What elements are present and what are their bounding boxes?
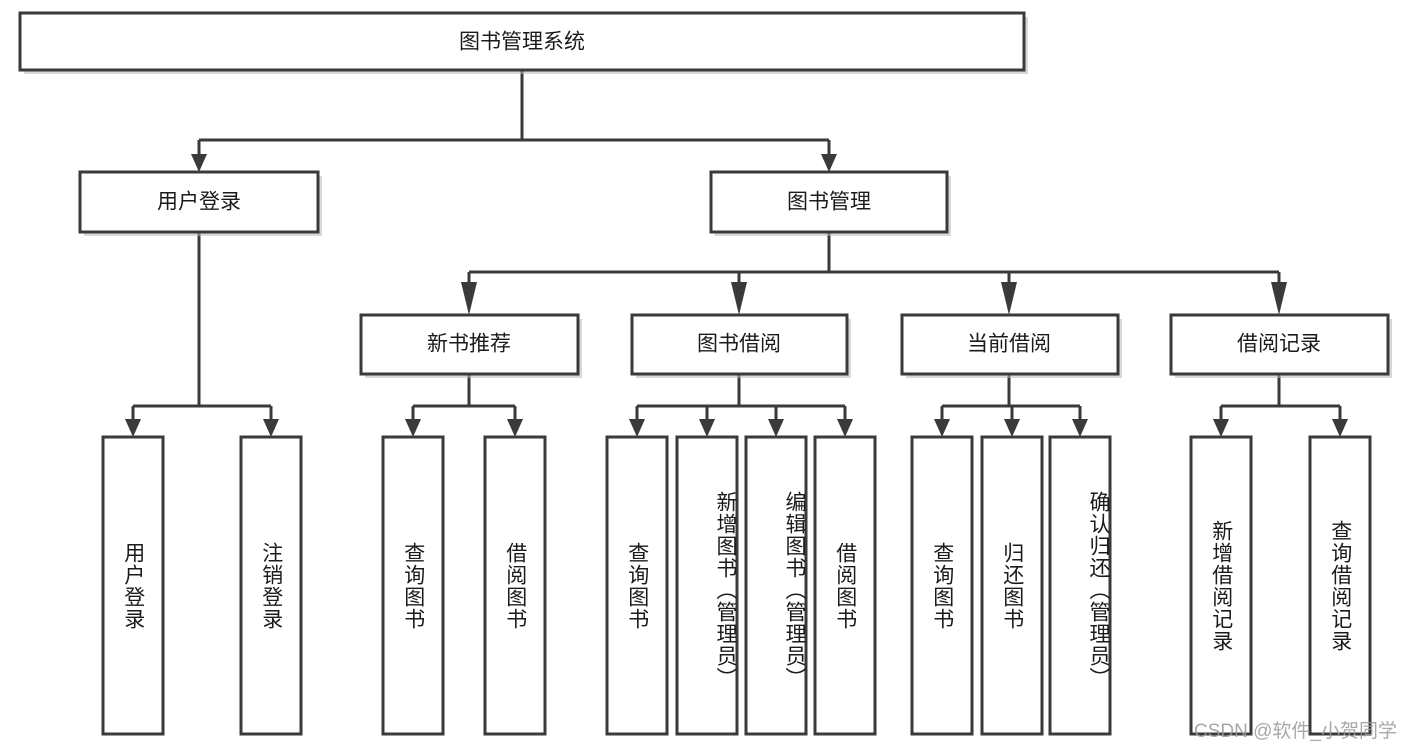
node-user-login-rect[interactable] [78, 170, 320, 234]
arrow-head-user-login [191, 154, 207, 172]
leaf-box-query-book-nbr[interactable] [381, 435, 445, 736]
arrow-head-nbr-leaf-1 [405, 419, 421, 437]
node-user-login-label: 用户登录 [157, 191, 241, 214]
leaf-box-add-book-admin[interactable] [675, 435, 739, 736]
arrow-head-bb-leaf-3 [768, 419, 784, 437]
watermark-text: CSDN @软件_小贺同学 [1194, 721, 1397, 742]
node-book-manage-rect[interactable] [709, 170, 949, 234]
node-root[interactable]: 图书管理系统 [18, 11, 1028, 74]
node-current-borrow[interactable]: 当前借阅 [900, 313, 1122, 378]
node-current-borrow-rect[interactable] [900, 313, 1120, 376]
leaf-box-user-login[interactable] [101, 435, 165, 736]
node-new-book-recommend[interactable]: 新书推荐 [359, 313, 582, 378]
node-user-login[interactable]: 用户登录 [78, 170, 322, 236]
arrow-head-leaf-logout [263, 419, 279, 437]
node-root-rect[interactable] [18, 11, 1026, 72]
node-root-label: 图书管理系统 [459, 31, 585, 54]
arrow-head-cb-leaf-2 [1004, 419, 1020, 437]
leaf-box-confirm-return-admin[interactable] [1048, 435, 1112, 736]
arrow-head-bb-leaf-4 [837, 419, 853, 437]
leaf-box-borrow-book-bb[interactable] [813, 435, 877, 736]
node-borrow-record[interactable]: 借阅记录 [1169, 313, 1392, 378]
node-book-manage-label: 图书管理 [787, 191, 871, 214]
node-borrow-record-rect[interactable] [1169, 313, 1390, 376]
arrow-head-leaf-user-login [125, 419, 141, 437]
arrow-head-current-borrow [1001, 282, 1017, 315]
leaf-box-query-book-bb[interactable] [605, 435, 669, 736]
node-book-borrow[interactable]: 图书借阅 [630, 313, 851, 378]
arrow-head-cb-leaf-3 [1072, 419, 1088, 437]
leaf-box-borrow-book-nbr[interactable] [483, 435, 547, 736]
leaf-box-query-book-cb[interactable] [910, 435, 974, 736]
leaf-box-logout[interactable] [239, 435, 303, 736]
leaf-box-return-book[interactable] [980, 435, 1044, 736]
node-new-book-recommend-label: 新书推荐 [427, 333, 511, 356]
arrow-head-nbr-leaf-2 [507, 419, 523, 437]
node-new-book-recommend-rect[interactable] [359, 313, 580, 376]
arrow-head-book-manage [821, 154, 837, 172]
connector-layer [125, 70, 1348, 437]
arrow-head-br-leaf-1 [1213, 419, 1229, 437]
node-current-borrow-label: 当前借阅 [967, 333, 1051, 356]
arrow-head-new-book-rec [461, 282, 477, 315]
arrow-head-br-leaf-2 [1332, 419, 1348, 437]
leaf-box-add-borrow-record[interactable] [1189, 435, 1253, 736]
arrow-head-borrow-record [1271, 282, 1287, 315]
leaf-box-layer [101, 435, 1372, 736]
node-borrow-record-label: 借阅记录 [1237, 333, 1321, 356]
arrow-head-bb-leaf-1 [629, 419, 645, 437]
arrow-head-cb-leaf-1 [934, 419, 950, 437]
node-book-borrow-rect[interactable] [630, 313, 849, 376]
arrow-head-bb-leaf-2 [699, 419, 715, 437]
node-book-borrow-label: 图书借阅 [697, 333, 781, 356]
leaf-box-query-borrow-record[interactable] [1308, 435, 1372, 736]
leaf-box-edit-book-admin[interactable] [744, 435, 808, 736]
arrow-head-book-borrow [731, 282, 747, 315]
node-book-manage[interactable]: 图书管理 [709, 170, 951, 236]
